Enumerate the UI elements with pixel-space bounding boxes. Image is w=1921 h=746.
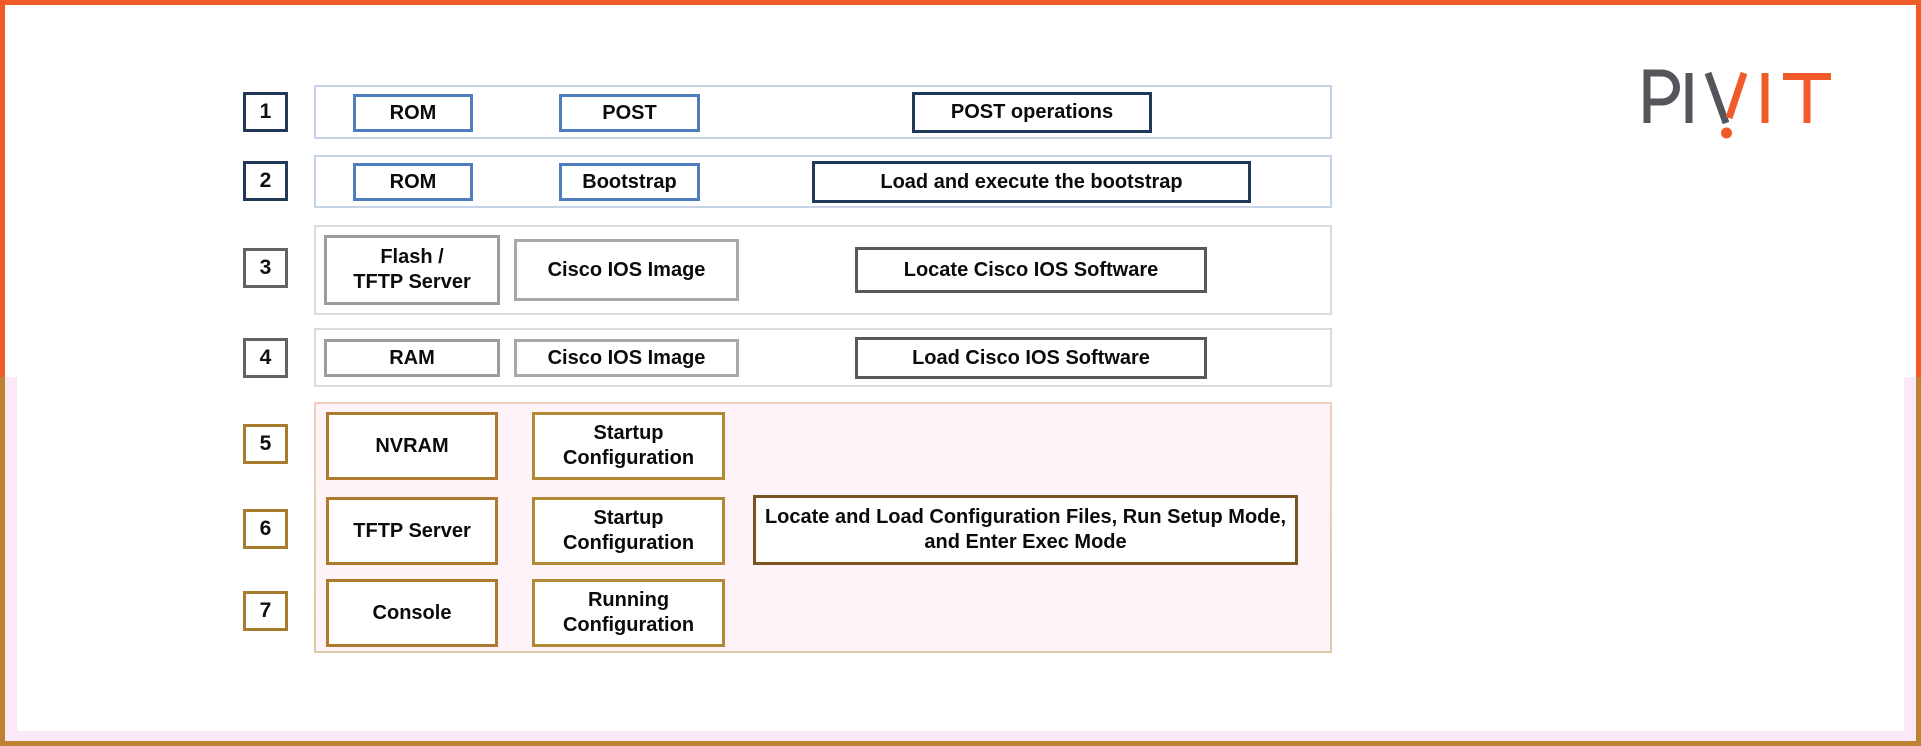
memory-box-ram: RAM	[324, 339, 500, 377]
step-row-1: ROM POST POST operations	[314, 85, 1332, 139]
step-row-4: RAM Cisco IOS Image Load Cisco IOS Softw…	[314, 328, 1332, 387]
process-box-cisco-ios-image: Cisco IOS Image	[514, 339, 739, 377]
step-row-3: Flash / TFTP Server Cisco IOS Image Loca…	[314, 225, 1332, 315]
process-box-running-configuration: Running Configuration	[532, 579, 725, 647]
frame-right-border	[1916, 0, 1921, 746]
logo-letter-p	[1643, 69, 1680, 123]
process-box-startup-configuration: Startup Configuration	[532, 412, 725, 480]
action-box-load-bootstrap: Load and execute the bootstrap	[812, 161, 1251, 203]
step-number-4: 4	[243, 338, 288, 378]
logo-exclaim-dot	[1721, 127, 1732, 139]
memory-box-rom: ROM	[353, 94, 473, 132]
step-number-5: 5	[243, 424, 288, 464]
process-box-bootstrap: Bootstrap	[559, 163, 700, 201]
step-number-3: 3	[243, 248, 288, 288]
step-number-2: 2	[243, 161, 288, 201]
frame-bottom-border	[0, 741, 1921, 746]
action-box-post-operations: POST operations	[912, 92, 1152, 133]
memory-box-rom: ROM	[353, 163, 473, 201]
memory-box-flash-tftp: Flash / TFTP Server	[324, 235, 500, 305]
memory-box-console: Console	[326, 579, 498, 647]
step-number-6: 6	[243, 509, 288, 549]
process-box-cisco-ios-image: Cisco IOS Image	[514, 239, 739, 301]
memory-box-nvram: NVRAM	[326, 412, 498, 480]
step-number-1: 1	[243, 92, 288, 132]
logo-letter-v-left	[1704, 71, 1730, 125]
action-box-locate-ios: Locate Cisco IOS Software	[855, 247, 1207, 293]
process-box-post: POST	[559, 94, 700, 132]
step-group-5-7: NVRAM Startup Configuration TFTP Server …	[314, 402, 1332, 653]
step-number-7: 7	[243, 591, 288, 631]
pivit-logo	[1643, 69, 1831, 139]
logo-exclaim-slash	[1725, 71, 1748, 120]
process-box-startup-configuration: Startup Configuration	[532, 497, 725, 565]
frame-top-border	[0, 0, 1921, 5]
action-box-locate-load-config: Locate and Load Configuration Files, Run…	[753, 495, 1298, 565]
step-row-2: ROM Bootstrap Load and execute the boots…	[314, 155, 1332, 208]
frame-left-border	[0, 0, 5, 746]
memory-box-tftp-server: TFTP Server	[326, 497, 498, 565]
action-box-load-ios: Load Cisco IOS Software	[855, 337, 1207, 379]
